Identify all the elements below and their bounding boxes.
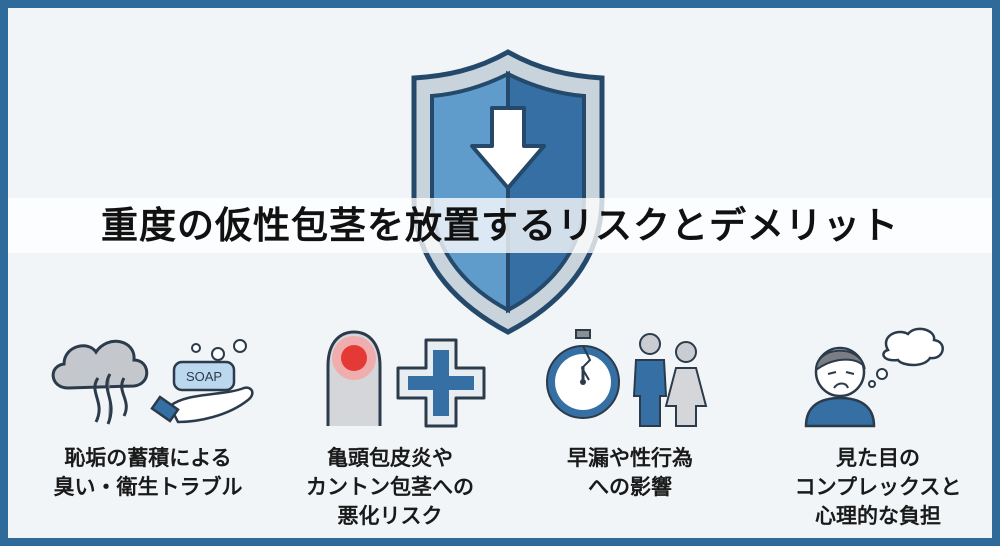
smell-and-soap-icon: SOAP <box>28 326 268 436</box>
soap-label: SOAP <box>186 369 222 384</box>
inflammation-and-medical-cross-icon <box>270 326 510 436</box>
item-label-line: 心理的な負担 <box>815 504 941 528</box>
item-label-line: 見た目の <box>836 446 920 470</box>
item-label-line: 亀頭包皮炎や <box>327 446 453 470</box>
item-label-line: コンプレックスと <box>794 475 962 499</box>
item-label-line: カントン包茎への <box>306 475 474 499</box>
risk-item-psychological: 見た目の コンプレックスと 心理的な負担 <box>758 326 992 531</box>
item-label-line: への影響 <box>588 475 672 499</box>
risk-item-inflammation: 亀頭包皮炎や カントン包茎への 悪化リスク <box>270 326 510 531</box>
worried-person-thought-bubble-icon <box>758 326 992 436</box>
risk-item-sexual-function: 早漏や性行為 への影響 <box>510 326 750 502</box>
broken-stopwatch-and-couple-icon <box>510 326 750 436</box>
item-label-line: 恥垢の蓄積による <box>64 446 232 470</box>
title-band <box>8 198 992 253</box>
risk-item-hygiene: SOAP 恥垢の蓄積による 臭い・衛生トラブル <box>28 326 268 502</box>
item-label-line: 臭い・衛生トラブル <box>53 475 243 499</box>
item-label-line: 悪化リスク <box>337 504 443 528</box>
item-label-line: 早漏や性行為 <box>567 446 693 470</box>
page-title: 重度の仮性包茎を放置するリスクとデメリット <box>101 204 899 247</box>
shield-down-arrow-icon <box>411 49 605 335</box>
